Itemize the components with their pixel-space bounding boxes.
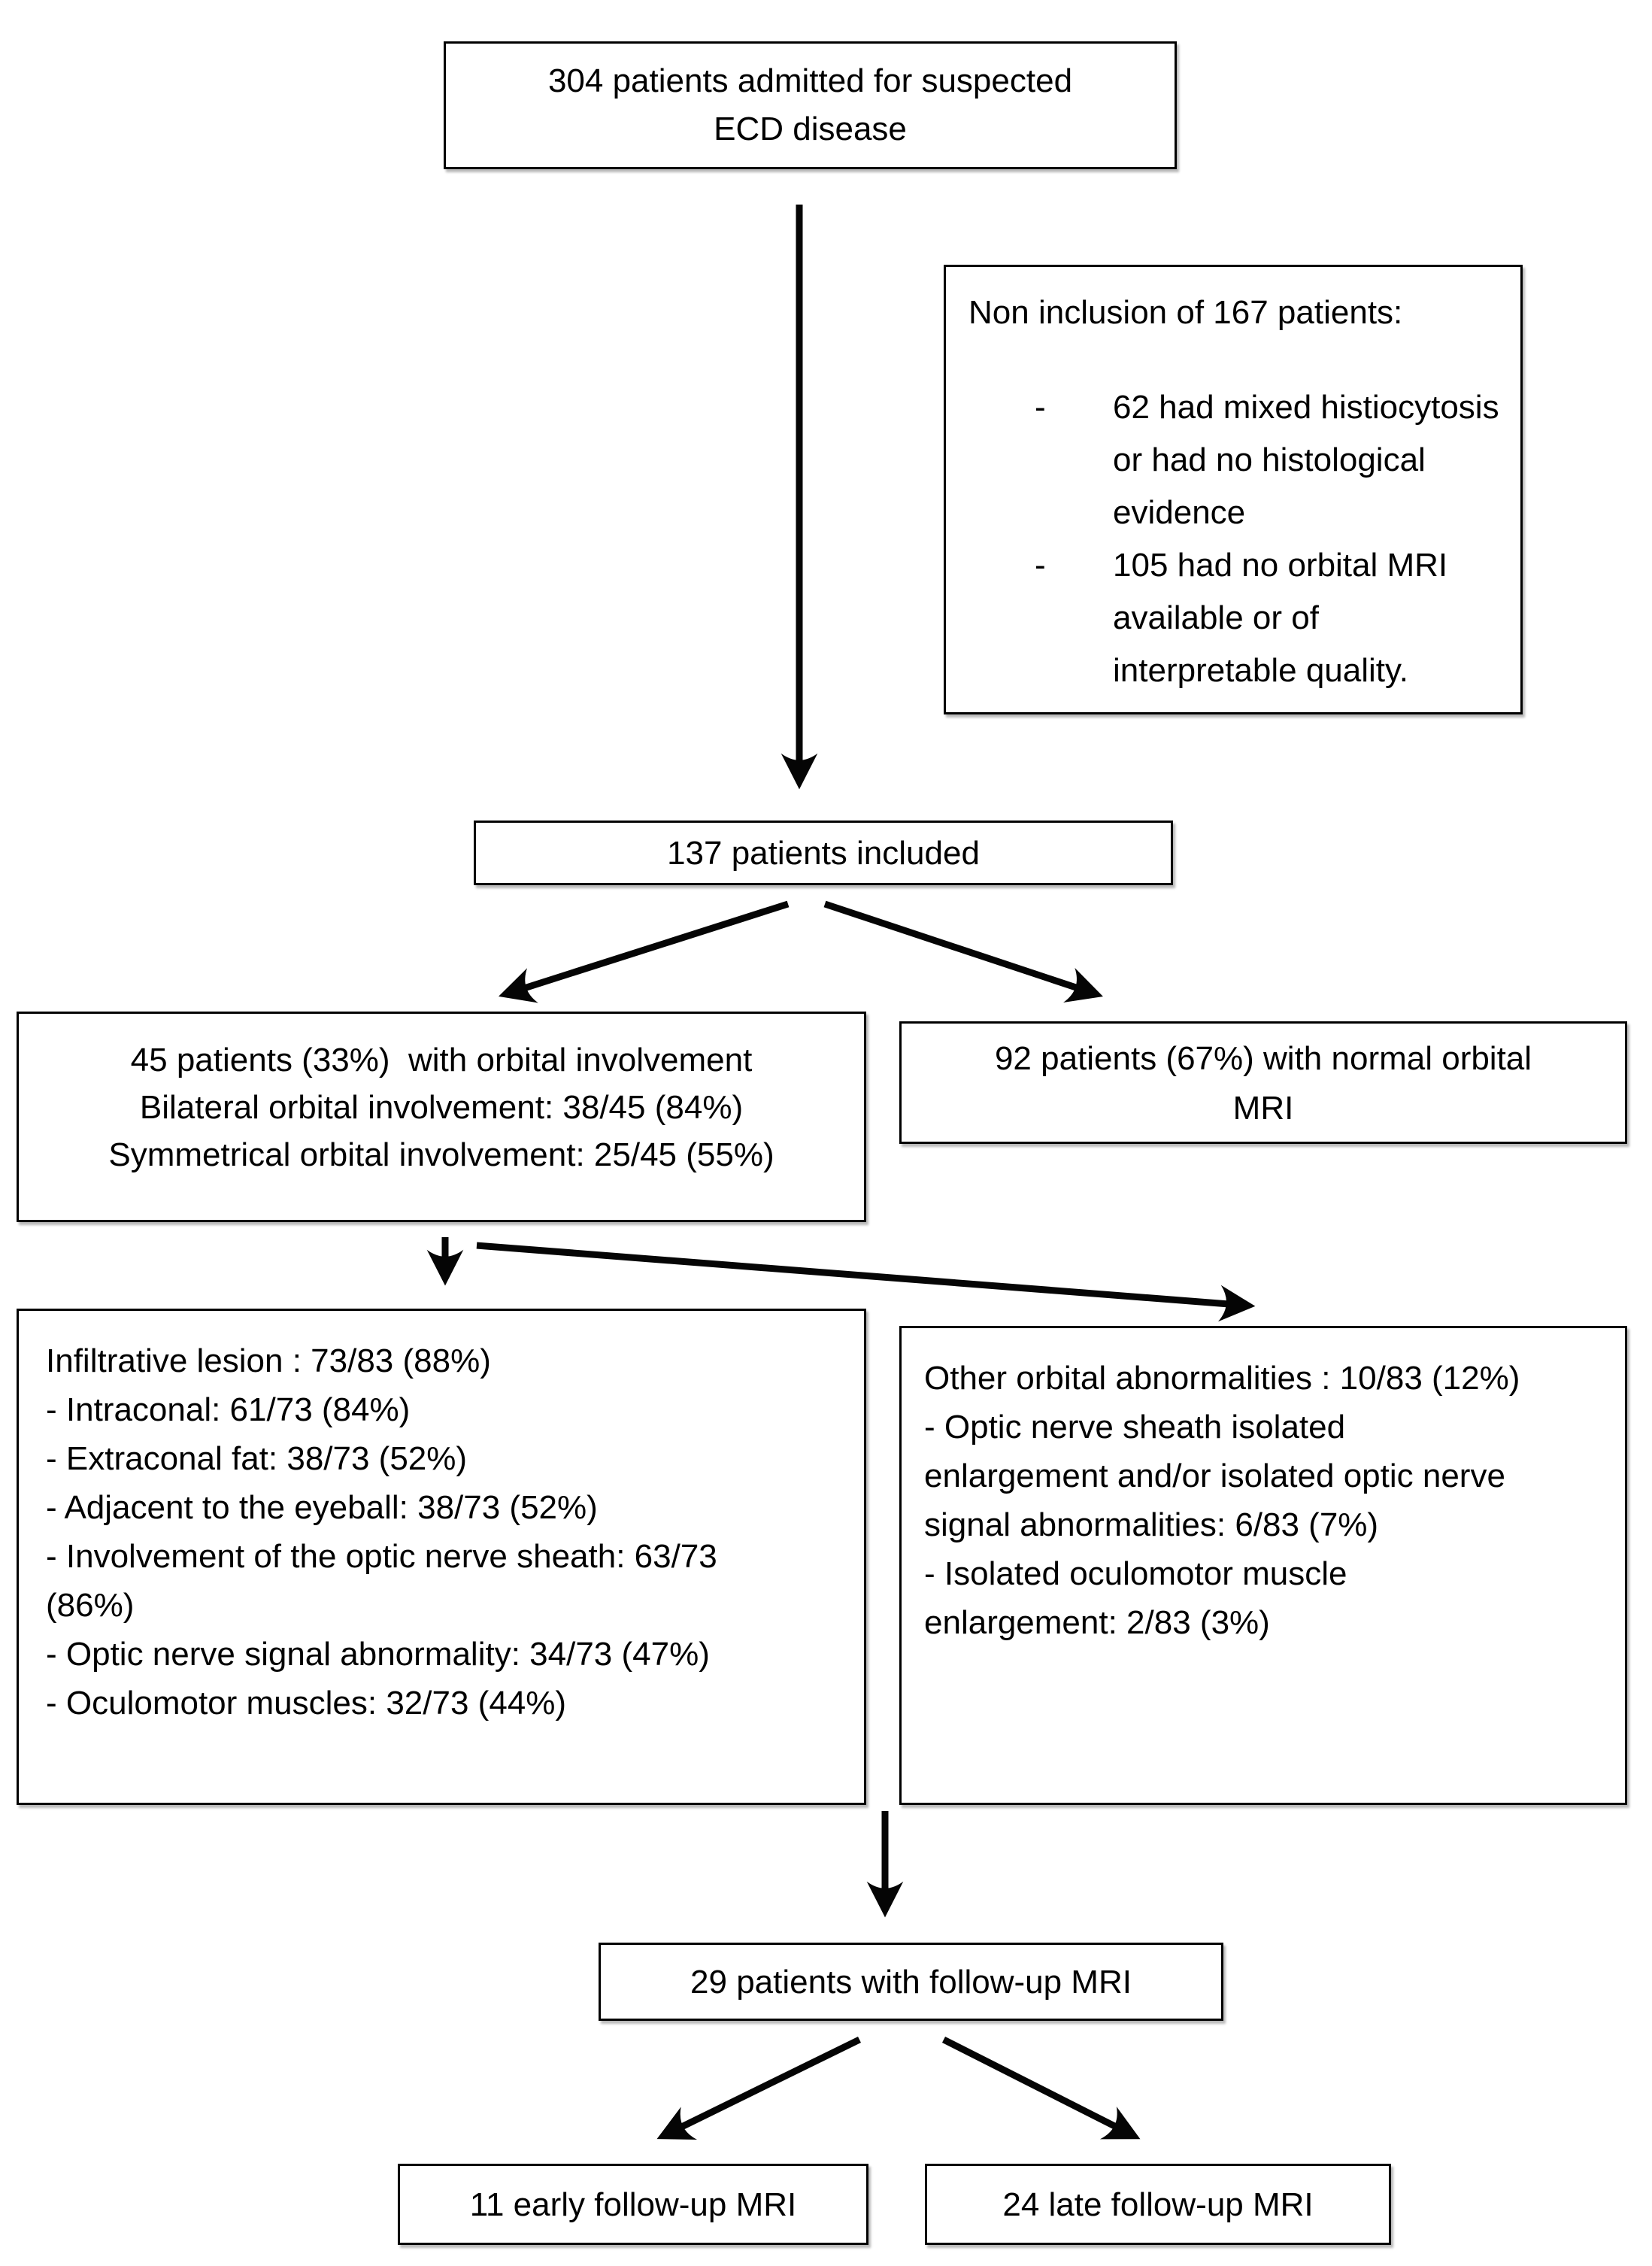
arrow-orbital-to-other [476, 1242, 1256, 1322]
infiltrative-line-4: - Adjacent to the eyeball: 38/73 (52%) [46, 1489, 598, 1526]
box-other-abnormalities: Other orbital abnormalities : 10/83 (12%… [899, 1326, 1627, 1805]
non-inclusion-item-text: 62 had mixed histiocytosis or had no his… [1113, 389, 1499, 531]
other-line-6: enlargement: 2/83 (3%) [924, 1604, 1270, 1641]
box-non-inclusion: Non inclusion of 167 patients: - 62 had … [944, 265, 1523, 714]
arrow-followup-to-late [941, 2036, 1141, 2140]
orbital-line-2: Bilateral orbital involvement: 38/45 (84… [139, 1089, 744, 1126]
infiltrative-line-7: - Optic nerve signal abnormality: 34/73 … [46, 1636, 710, 1673]
box-orbital-involvement: 45 patients (33%) with orbital involveme… [17, 1012, 866, 1222]
other-line-2: - Optic nerve sheath isolated [924, 1409, 1346, 1445]
other-line-4: signal abnormalities: 6/83 (7%) [924, 1506, 1379, 1543]
arrow-included-to-orbital [498, 900, 790, 1003]
box-admitted: 304 patients admitted for suspected ECD … [444, 41, 1177, 169]
early-followup-text: 11 early follow-up MRI [469, 2186, 797, 2223]
infiltrative-line-8: - Oculomotor muscles: 32/73 (44%) [46, 1685, 567, 1721]
dash-bullet: - [1035, 389, 1046, 426]
other-line-3: enlargement and/or isolated optic nerve [924, 1458, 1505, 1494]
box-included: 137 patients included [474, 821, 1173, 885]
box-late-followup: 24 late follow-up MRI [925, 2164, 1391, 2245]
orbital-line-3: Symmetrical orbital involvement: 25/45 (… [108, 1136, 774, 1173]
infiltrative-line-5: - Involvement of the optic nerve sheath:… [46, 1538, 717, 1575]
box-early-followup: 11 early follow-up MRI [398, 2164, 868, 2245]
non-inclusion-title: Non inclusion of 167 patients: [968, 294, 1403, 331]
non-inclusion-item: - 105 had no orbital MRI available or of… [968, 539, 1507, 697]
infiltrative-line-1: Infiltrative lesion : 73/83 (88%) [46, 1342, 491, 1379]
dash-bullet: - [1035, 547, 1046, 584]
box-infiltrative-lesion: Infiltrative lesion : 73/83 (88%) - Intr… [17, 1309, 866, 1805]
late-followup-text: 24 late follow-up MRI [1002, 2186, 1314, 2223]
followup-text: 29 patients with follow-up MRI [690, 1963, 1132, 2001]
other-line-5: - Isolated oculomotor muscle [924, 1555, 1347, 1592]
normal-mri-line-2: MRI [1232, 1090, 1294, 1127]
other-line-1: Other orbital abnormalities : 10/83 (12%… [924, 1360, 1520, 1397]
arrow-followup-to-early [656, 2036, 861, 2140]
box-admitted-line-1: 304 patients admitted for suspected [547, 62, 1073, 99]
box-normal-mri: 92 patients (67%) with normal orbital MR… [899, 1021, 1627, 1144]
infiltrative-line-3: - Extraconal fat: 38/73 (52%) [46, 1440, 468, 1477]
infiltrative-line-2: - Intraconal: 61/73 (84%) [46, 1391, 411, 1428]
normal-mri-line-1: 92 patients (67%) with normal orbital [994, 1040, 1532, 1077]
box-admitted-line-2: ECD disease [714, 111, 907, 147]
infiltrative-line-6: (86%) [46, 1587, 135, 1624]
arrow-included-to-normal-mri [823, 900, 1103, 1003]
box-included-text: 137 patients included [667, 834, 980, 872]
box-followup-mri: 29 patients with follow-up MRI [599, 1943, 1223, 2021]
non-inclusion-item-text: 105 had no orbital MRI available or of i… [1113, 547, 1448, 689]
orbital-line-1: 45 patients (33%) with orbital involveme… [130, 1042, 753, 1078]
non-inclusion-item: - 62 had mixed histiocytosis or had no h… [968, 381, 1507, 539]
